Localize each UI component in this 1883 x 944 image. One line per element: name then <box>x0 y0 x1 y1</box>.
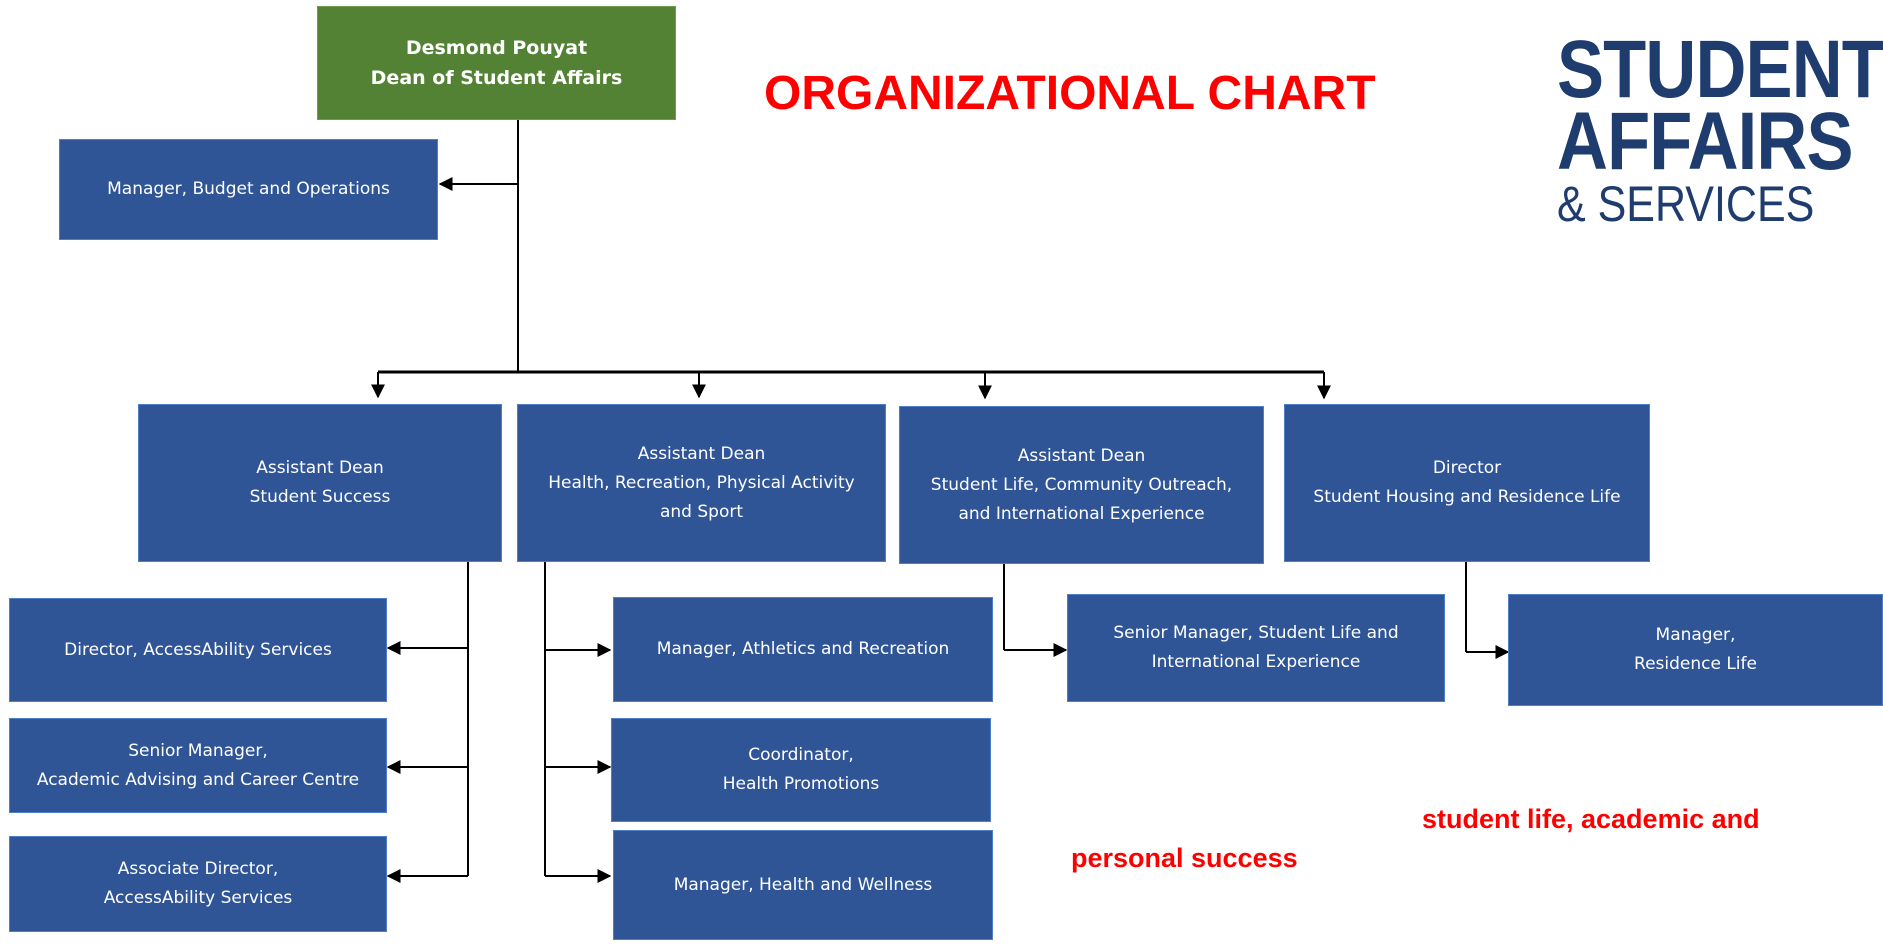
director-housing-line-2: Student Housing and Residence Life <box>1313 487 1621 507</box>
assoc-director-accessability-line-1: Associate Director, <box>117 859 279 879</box>
mgr-athletics-box: Manager, Athletics and Recreation <box>613 597 993 702</box>
coord-health-line-2: Health Promotions <box>722 774 880 794</box>
assoc-director-accessability-box: Associate Director, AccessAbility Servic… <box>9 836 387 932</box>
mgr-athletics-title: Manager, Athletics and Recreation <box>656 639 950 659</box>
ad-health-line-1: Assistant Dean <box>637 443 766 464</box>
dean-box: Desmond Pouyat Dean of Student Affairs <box>317 6 676 120</box>
mgr-health-wellness-title: Manager, Health and Wellness <box>673 874 933 895</box>
ad-health-line-3: and Sport <box>659 501 744 522</box>
sm-advising-box: Senior Manager, Academic Advising and Ca… <box>9 718 387 813</box>
ad-health-line-2: Health, Recreation, Physical Activity <box>548 472 855 493</box>
ad-student-success-line-2: Student Success <box>249 487 391 507</box>
tagline-line-1: student life, academic and <box>1422 804 1760 834</box>
sm-student-life-box: Senior Manager, Student Life and Interna… <box>1067 594 1445 702</box>
coord-health-line-1: Coordinator, <box>748 745 854 765</box>
ad-student-life-line-3: and International Experience <box>958 503 1205 524</box>
assoc-director-accessability-line-2: AccessAbility Services <box>103 888 293 908</box>
ad-student-success-line-1: Assistant Dean <box>256 458 384 478</box>
ad-student-life-line-2: Student Life, Community Outreach, <box>930 474 1233 495</box>
sm-student-life-line-1: Senior Manager, Student Life and <box>1113 623 1399 643</box>
tagline-line-2: personal success <box>1071 843 1298 873</box>
dean-name: Desmond Pouyat <box>405 37 588 59</box>
mgr-residence-line-2: Residence Life <box>1634 654 1757 674</box>
page-title: ORGANIZATIONAL CHART <box>764 67 1376 120</box>
budget-manager-box: Manager, Budget and Operations <box>59 139 438 240</box>
director-accessability-box: Director, AccessAbility Services <box>9 598 387 702</box>
ad-student-life-line-1: Assistant Dean <box>1017 445 1146 466</box>
student-affairs-logo: STUDENT AFFAIRS & SERVICES <box>1557 29 1883 232</box>
logo-line-3: & SERVICES <box>1557 176 1815 232</box>
sm-student-life-line-2: International Experience <box>1151 652 1361 672</box>
mgr-health-wellness-box: Manager, Health and Wellness <box>613 830 993 940</box>
budget-manager-title: Manager, Budget and Operations <box>107 179 390 199</box>
ad-health-box: Assistant Dean Health, Recreation, Physi… <box>517 404 886 562</box>
sm-advising-line-2: Academic Advising and Career Centre <box>36 769 360 790</box>
ad-student-life-box: Assistant Dean Student Life, Community O… <box>899 406 1264 564</box>
coord-health-box: Coordinator, Health Promotions <box>611 718 991 822</box>
mgr-residence-line-1: Manager, <box>1655 625 1736 645</box>
mgr-residence-box: Manager, Residence Life <box>1508 594 1883 706</box>
director-housing-box: Director Student Housing and Residence L… <box>1284 404 1650 562</box>
ad-student-success-box: Assistant Dean Student Success <box>138 404 502 562</box>
logo-line-2: AFFAIRS <box>1557 96 1854 187</box>
director-housing-line-1: Director <box>1432 458 1502 478</box>
dean-role: Dean of Student Affairs <box>370 67 623 89</box>
sm-advising-line-1: Senior Manager, <box>128 740 268 761</box>
director-accessability-title: Director, AccessAbility Services <box>64 639 332 660</box>
